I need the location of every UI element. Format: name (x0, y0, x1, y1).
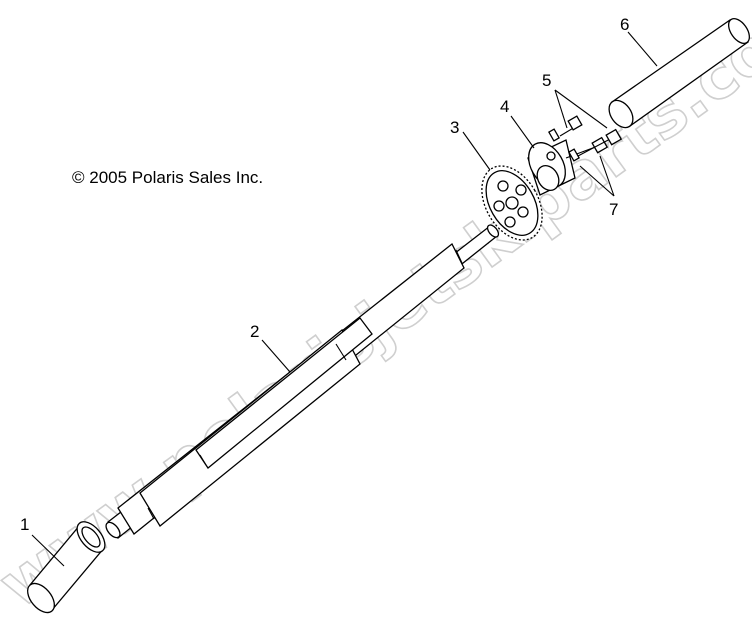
callout-4: 4 (500, 97, 509, 116)
copyright-text: © 2005 Polaris Sales Inc. (72, 168, 263, 187)
right-bearing-sleeve (608, 17, 751, 129)
callout-2: 2 (250, 322, 259, 341)
callout-5: 5 (542, 71, 551, 90)
left-bearing-sleeve (27, 521, 106, 614)
bolts-and-nuts (548, 115, 623, 162)
callout-7: 7 (609, 200, 618, 219)
sprocket (481, 165, 543, 241)
callout-labels: 1 2 3 4 5 6 7 (20, 15, 629, 534)
callout-6: 6 (620, 15, 629, 34)
callout-3: 3 (450, 118, 459, 137)
axle-shaft (105, 224, 500, 539)
hub (527, 139, 576, 196)
leader-lines (31, 31, 658, 567)
callout-1: 1 (20, 515, 29, 534)
